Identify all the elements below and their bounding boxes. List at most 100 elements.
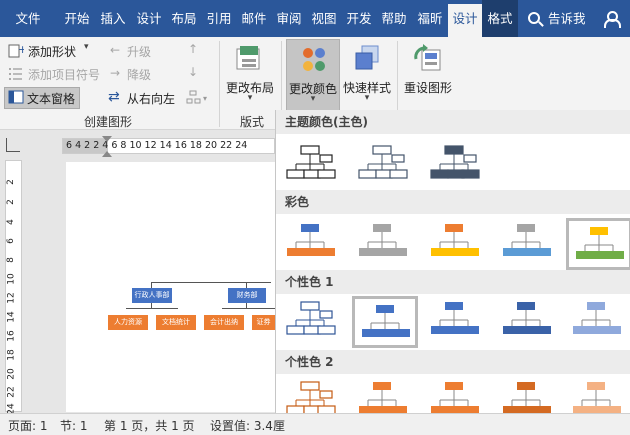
ribbon-tab-bar: 文件 开始 插入 设计 布局 引用 邮件 审阅 视图 开发 帮助 福昕 设计 格… bbox=[0, 0, 630, 37]
tab-smartart-design[interactable]: 设计 bbox=[448, 4, 482, 37]
create-graphic-group-label: 创建图形 bbox=[84, 115, 133, 129]
add-shape-button[interactable]: 添加形状 bbox=[28, 45, 77, 59]
org-node-securities[interactable]: 证券 bbox=[252, 315, 275, 330]
ruler-number: 8 bbox=[5, 257, 16, 263]
ruler-number: 18 bbox=[6, 349, 17, 361]
quick-styles-button[interactable]: 快速样式 ▾ bbox=[341, 39, 393, 111]
gallery-section-colorful: 彩色 bbox=[276, 190, 630, 214]
text-pane-label: 文本窗格 bbox=[27, 92, 76, 106]
org-chart-preview-icon bbox=[286, 145, 336, 179]
ruler-number: 2 bbox=[5, 179, 16, 185]
change-layout-dropdown-icon: ▾ bbox=[247, 93, 253, 103]
tab-stop-selector[interactable] bbox=[6, 138, 20, 152]
org-node-accounting[interactable]: 会计出纳 bbox=[204, 315, 244, 330]
status-page[interactable]: 页面: 1 bbox=[8, 419, 48, 433]
quick-styles-icon bbox=[355, 45, 379, 70]
share-user-icon[interactable] bbox=[604, 11, 621, 28]
org-chart-preview-icon bbox=[503, 224, 551, 256]
quick-styles-dropdown-icon: ▾ bbox=[364, 93, 370, 103]
horizontal-ruler-numbers: 6 4 2 2 4 6 8 10 12 14 16 18 20 22 24 bbox=[66, 140, 248, 151]
tab-view[interactable]: 视图 bbox=[311, 11, 337, 26]
demote-button[interactable]: 降级 bbox=[127, 68, 152, 82]
tab-help[interactable]: 帮助 bbox=[381, 11, 407, 26]
tab-design[interactable]: 设计 bbox=[136, 11, 162, 26]
color-style-option[interactable] bbox=[424, 218, 490, 270]
color-style-option[interactable] bbox=[496, 218, 562, 270]
color-style-option[interactable] bbox=[424, 296, 490, 348]
org-chart-preview-icon bbox=[362, 305, 410, 337]
tab-foxit[interactable]: 福昕 bbox=[417, 11, 443, 26]
search-icon[interactable] bbox=[528, 12, 540, 24]
ruler-number: 2 bbox=[5, 199, 16, 205]
status-bar: 页面: 1 节: 1 第 1 页，共 1 页 设置值: 3.4厘 bbox=[0, 413, 630, 435]
org-chart-preview-icon bbox=[286, 301, 336, 335]
ruler-number: 10 bbox=[6, 273, 17, 285]
text-pane-icon bbox=[8, 90, 24, 104]
tab-developer[interactable]: 开发 bbox=[346, 11, 372, 26]
color-style-option[interactable] bbox=[352, 296, 418, 348]
tab-insert[interactable]: 插入 bbox=[100, 11, 126, 26]
color-style-option[interactable] bbox=[424, 140, 490, 192]
reset-graphic-button[interactable]: 重设图形 bbox=[400, 39, 456, 111]
org-connector bbox=[151, 282, 271, 283]
move-down-icon[interactable]: ↓ bbox=[188, 65, 199, 79]
color-style-option[interactable] bbox=[424, 376, 490, 428]
tab-home[interactable]: 开始 bbox=[64, 11, 90, 26]
color-style-option[interactable] bbox=[566, 296, 630, 348]
org-chart-preview-icon bbox=[431, 382, 479, 414]
tab-mailings[interactable]: 邮件 bbox=[241, 11, 267, 26]
color-style-option[interactable] bbox=[352, 218, 418, 270]
org-node-finance[interactable]: 财务部 bbox=[228, 288, 266, 303]
ruler-margin bbox=[63, 139, 108, 153]
tab-review[interactable]: 审阅 bbox=[276, 11, 302, 26]
org-connector bbox=[151, 282, 152, 288]
org-connector bbox=[222, 308, 275, 309]
tab-format[interactable]: 格式 bbox=[482, 0, 518, 37]
promote-arrow-icon: ← bbox=[110, 43, 121, 57]
status-page-count[interactable]: 第 1 页，共 1 页 bbox=[104, 419, 195, 433]
color-style-option[interactable] bbox=[280, 296, 346, 348]
change-colors-button[interactable]: 更改颜色 ▾ bbox=[286, 39, 340, 111]
horizontal-ruler[interactable]: 6 4 2 2 4 6 8 10 12 14 16 18 20 22 24 bbox=[62, 138, 275, 154]
change-colors-label: 更改颜色 bbox=[288, 82, 337, 96]
color-style-option[interactable] bbox=[352, 376, 418, 428]
color-style-option[interactable] bbox=[566, 218, 630, 270]
color-style-option[interactable] bbox=[566, 376, 630, 428]
change-layout-button[interactable]: 更改布局 ▾ bbox=[222, 39, 278, 111]
change-layout-icon bbox=[236, 46, 260, 70]
svg-text:▾: ▾ bbox=[203, 94, 207, 103]
status-setting-value[interactable]: 设置值: 3.4厘 bbox=[210, 419, 285, 433]
tab-references[interactable]: 引用 bbox=[206, 11, 232, 26]
ruler-number: 12 bbox=[6, 292, 17, 304]
status-section[interactable]: 节: 1 bbox=[60, 419, 88, 433]
indent-marker-bottom[interactable] bbox=[102, 151, 112, 157]
right-to-left-button[interactable]: 从右向左 bbox=[127, 92, 176, 106]
layout-group-label: 版式 bbox=[240, 115, 265, 129]
group-separator bbox=[219, 41, 220, 127]
vertical-ruler[interactable]: 2 2 4 6 8 10 12 14 16 18 20 22 24 bbox=[5, 160, 22, 415]
tell-me-search[interactable]: 告诉我 bbox=[548, 11, 586, 26]
indent-marker[interactable] bbox=[102, 136, 112, 142]
org-node-docs[interactable]: 文档统计 bbox=[156, 315, 196, 330]
document-page[interactable]: 行政人事部 财务部 人力资源 文档统计 会计出纳 证券 bbox=[66, 162, 275, 412]
add-bullet-button[interactable]: 添加项目符号 bbox=[28, 68, 101, 82]
add-bullet-icon bbox=[9, 68, 22, 80]
color-style-option[interactable] bbox=[352, 140, 418, 192]
ruler-number: 22 bbox=[6, 386, 17, 398]
org-connector bbox=[126, 308, 178, 309]
layout-tree-icon[interactable]: ▾ bbox=[186, 90, 210, 104]
gallery-section-accent2: 个性色 2 bbox=[276, 350, 630, 374]
color-style-option[interactable] bbox=[496, 296, 562, 348]
promote-button[interactable]: 升级 bbox=[127, 45, 152, 59]
org-connector bbox=[246, 282, 247, 288]
color-style-option[interactable] bbox=[280, 218, 346, 270]
org-node-admin[interactable]: 行政人事部 bbox=[132, 288, 172, 303]
color-style-option[interactable] bbox=[280, 140, 346, 192]
tab-layout[interactable]: 布局 bbox=[171, 11, 197, 26]
color-style-option[interactable] bbox=[496, 376, 562, 428]
move-up-icon[interactable]: ↑ bbox=[188, 42, 199, 56]
reset-graphic-icon bbox=[414, 44, 441, 71]
add-shape-dropdown-icon[interactable]: ▾ bbox=[84, 42, 89, 52]
tab-file[interactable]: 文件 bbox=[15, 11, 41, 26]
org-node-hr[interactable]: 人力资源 bbox=[108, 315, 148, 330]
